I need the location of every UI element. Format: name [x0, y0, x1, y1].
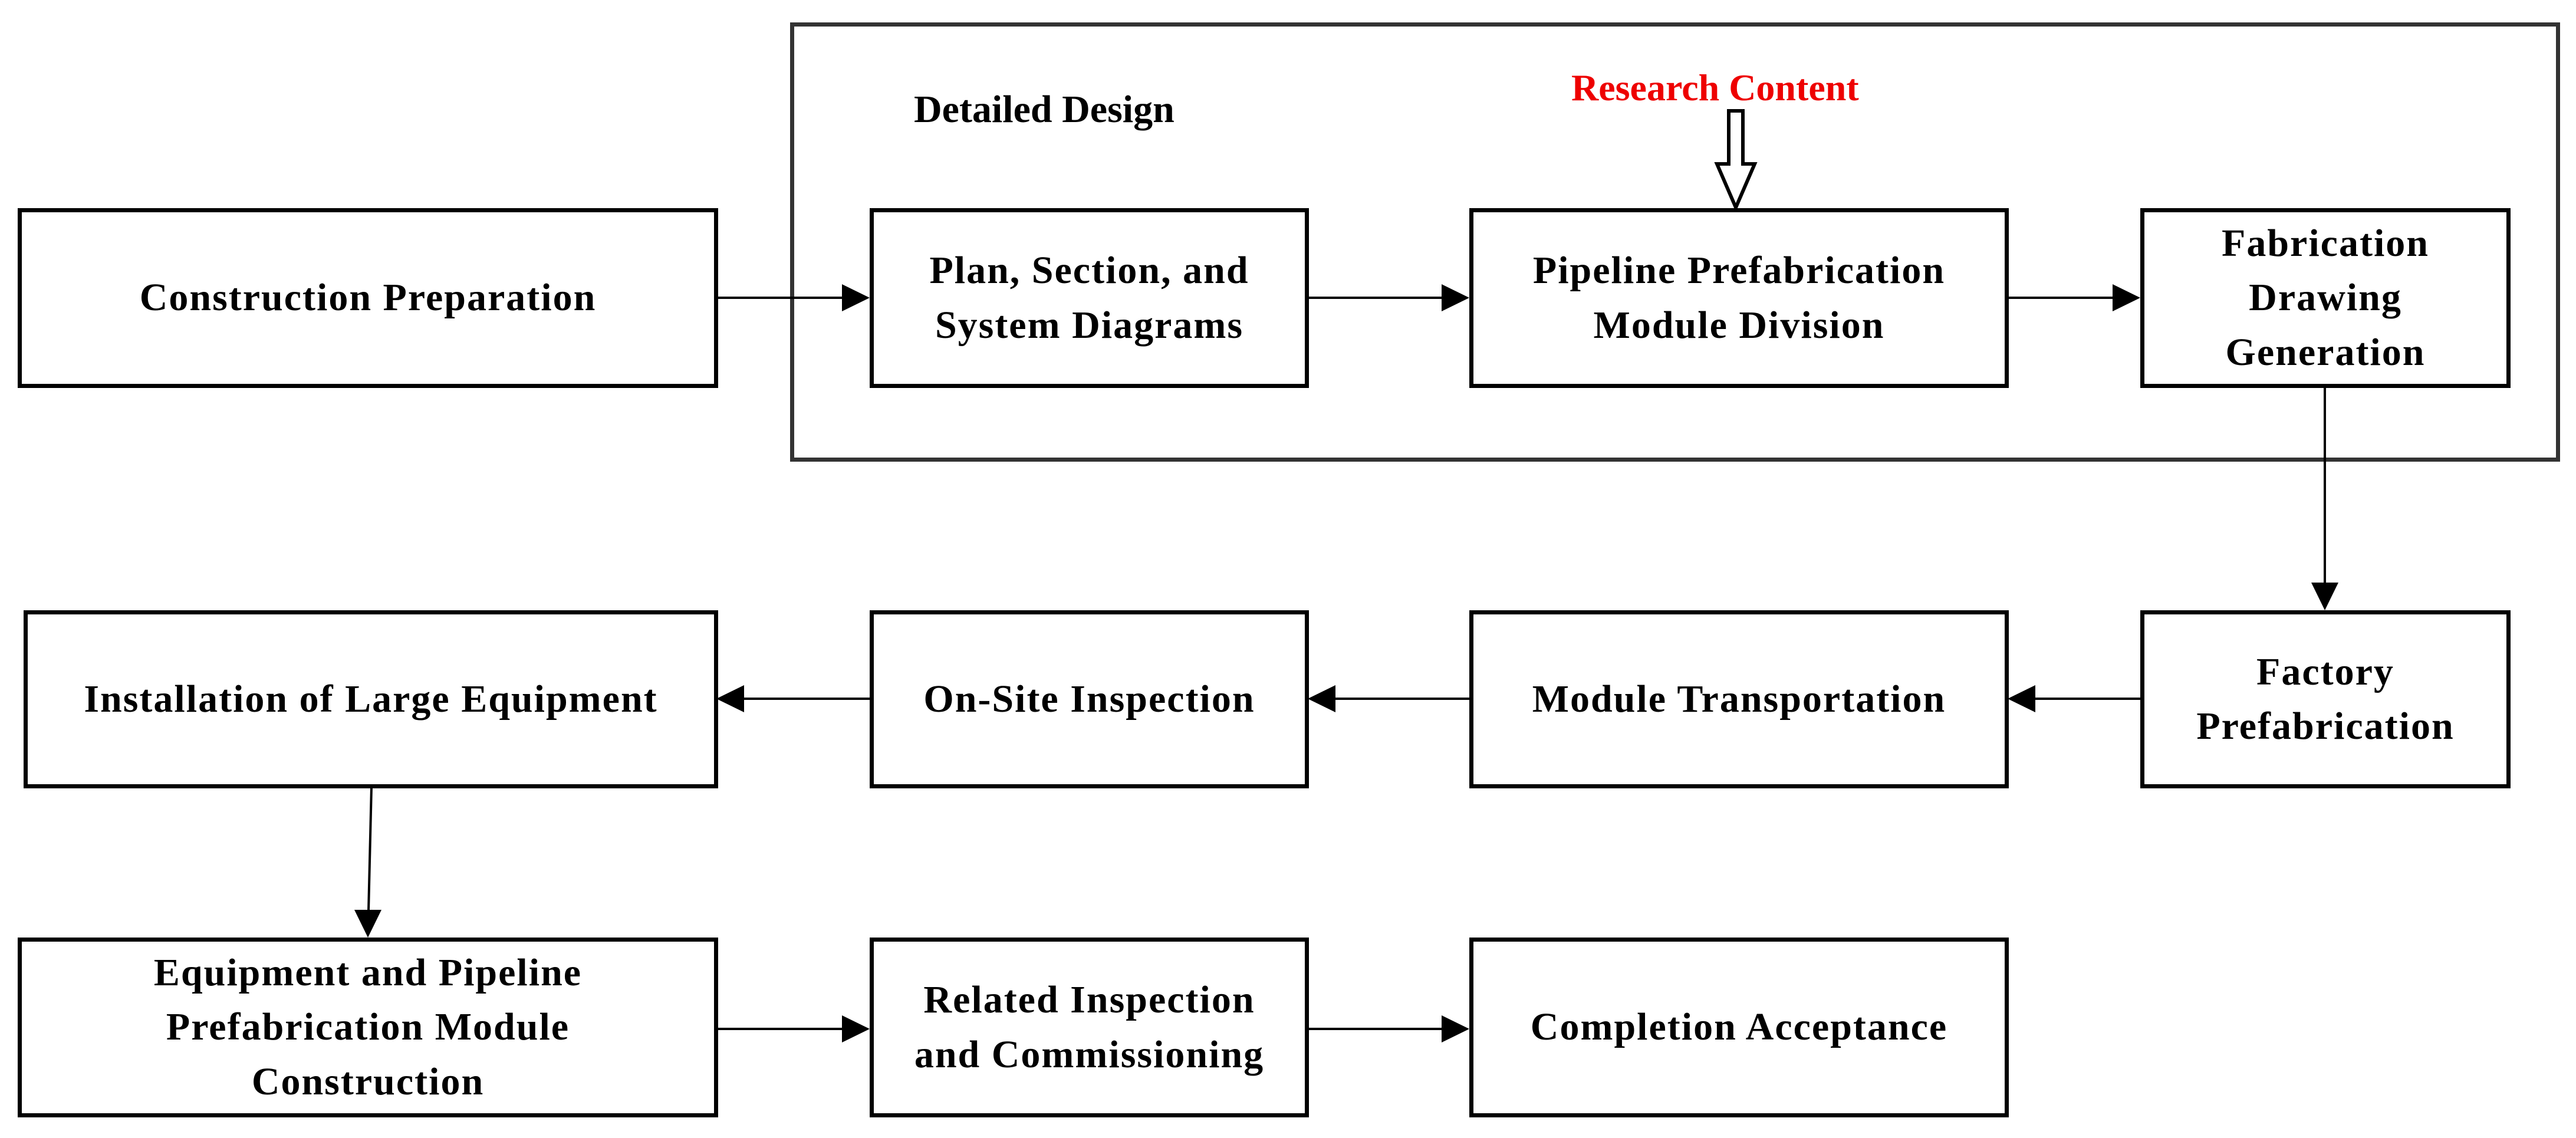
box-label: Module Transportation	[1532, 677, 1946, 721]
arrow-equipment-to-construction	[354, 787, 381, 938]
box-label: On-Site Inspection	[923, 677, 1255, 721]
arrow-division-to-drawing	[2008, 284, 2140, 311]
box-fabrication-drawing-generation: Fabrication Drawing Generation	[2140, 208, 2511, 388]
box-label: Equipment and Pipeline Prefabrication Mo…	[153, 950, 583, 1103]
box-inspection-commissioning: Related Inspection and Commissioning	[870, 938, 1309, 1117]
research-content-hollow-arrow-icon	[1714, 109, 1758, 212]
detailed-design-group	[790, 22, 2560, 462]
box-completion-acceptance: Completion Acceptance	[1469, 938, 2009, 1117]
arrow-plan-to-division	[1308, 284, 1469, 311]
box-module-transportation: Module Transportation	[1469, 610, 2009, 788]
arrow-transport-to-inspection	[1308, 685, 1469, 712]
box-large-equipment-installation: Installation of Large Equipment	[24, 610, 718, 788]
box-label: Pipeline Prefabrication Module Division	[1532, 249, 1946, 347]
box-factory-prefabrication: Factory Prefabrication	[2140, 610, 2511, 788]
box-onsite-inspection: On-Site Inspection	[870, 610, 1309, 788]
box-label: Factory Prefabrication	[2196, 650, 2455, 748]
box-label: Fabrication Drawing Generation	[2222, 221, 2429, 374]
research-content-callout: Research Content	[1571, 67, 1859, 108]
box-module-division: Pipeline Prefabrication Module Division	[1469, 208, 2009, 388]
arrow-commissioning-to-acceptance	[1308, 1015, 1469, 1042]
box-construction-preparation: Construction Preparation	[18, 208, 718, 388]
box-label: Installation of Large Equipment	[84, 677, 658, 721]
box-plan-section-system-diagrams: Plan, Section, and System Diagrams	[870, 208, 1309, 388]
box-module-construction: Equipment and Pipeline Prefabrication Mo…	[18, 938, 718, 1117]
box-label: Related Inspection and Commissioning	[914, 978, 1265, 1076]
box-label: Plan, Section, and System Diagrams	[929, 249, 1249, 347]
detailed-design-title: Detailed Design	[914, 88, 1175, 131]
arrow-drawing-to-factory	[2311, 387, 2338, 610]
box-label: Completion Acceptance	[1530, 1005, 1948, 1049]
box-label: Construction Preparation	[139, 276, 597, 320]
arrow-construction-to-commissioning	[716, 1015, 870, 1042]
arrow-factory-to-transport	[2008, 685, 2140, 712]
arrow-inspection-to-equipment	[716, 685, 870, 712]
arrow-preparation-to-plan	[716, 284, 870, 311]
